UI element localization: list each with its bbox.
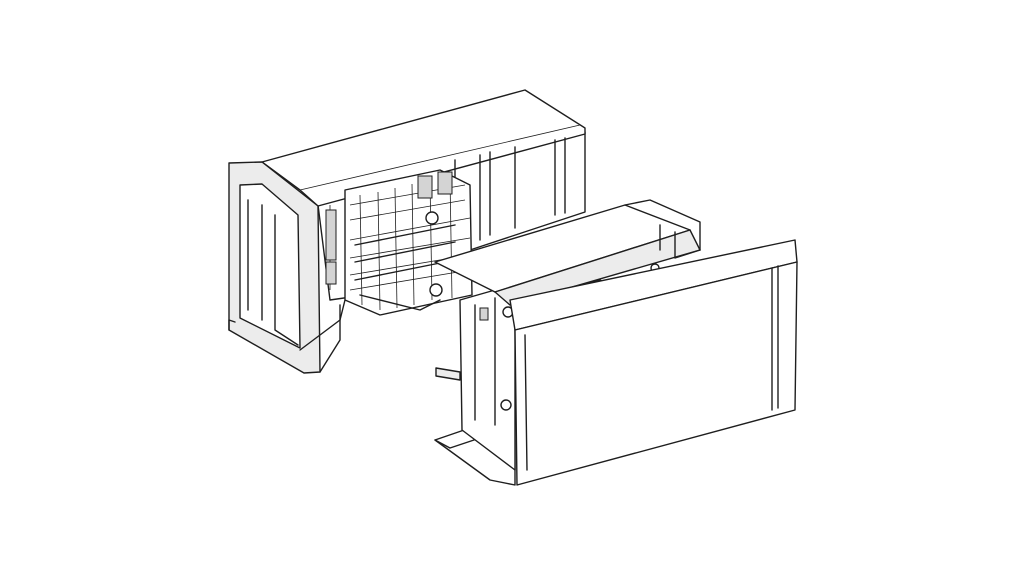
side-frame (459, 289, 516, 471)
pin (435, 367, 461, 381)
slot (325, 209, 337, 261)
front-cover (514, 261, 798, 486)
end-panel-window (239, 183, 301, 349)
switching-mechanism (344, 169, 473, 316)
right-unit (434, 199, 798, 486)
